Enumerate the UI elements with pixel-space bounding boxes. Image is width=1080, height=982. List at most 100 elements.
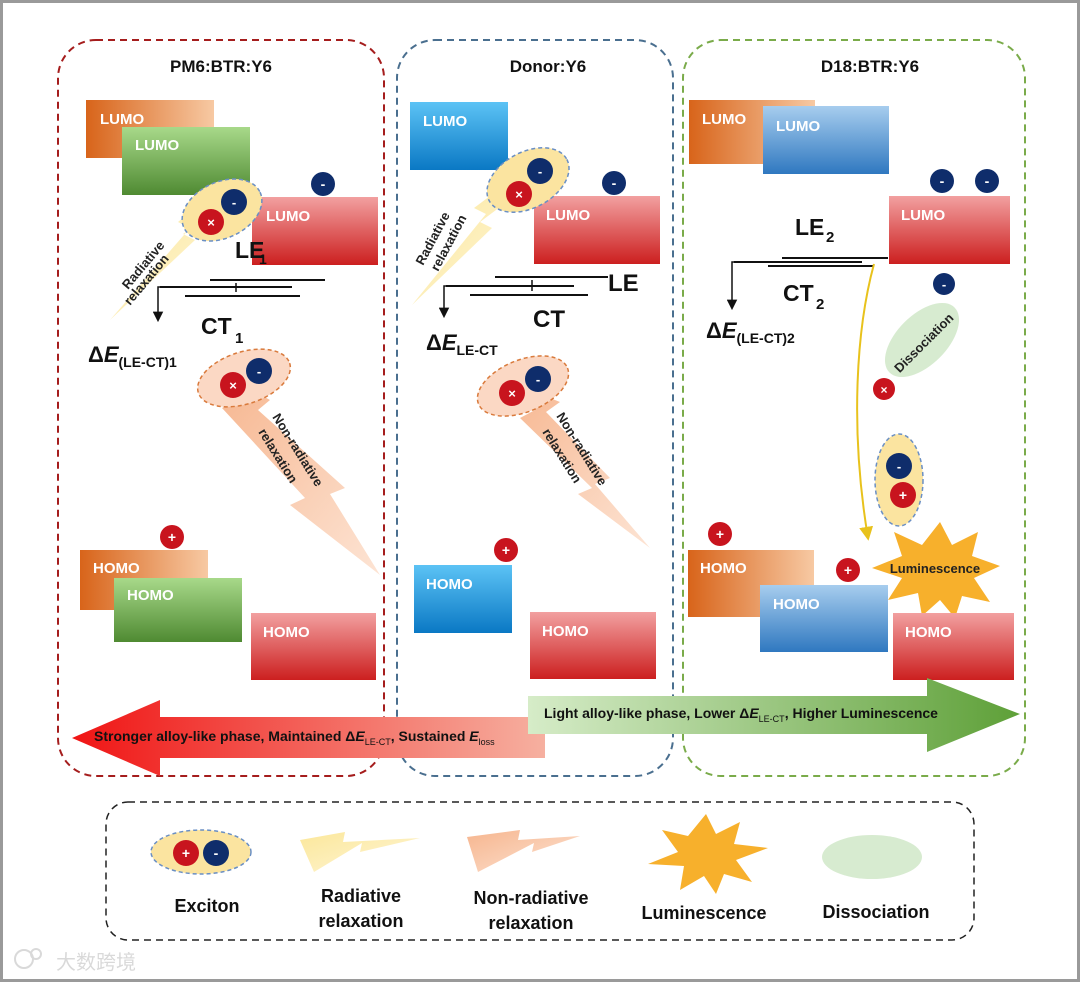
svg-text:-: - — [897, 459, 901, 474]
svg-text:×: × — [207, 215, 215, 230]
delta-e-arrow — [152, 286, 164, 323]
non-radiative-relaxation-bolt — [505, 380, 650, 548]
svg-text:×: × — [508, 386, 516, 401]
legend-non-radiative-icon — [467, 830, 580, 872]
lumo-block-steel — [763, 106, 889, 174]
panel-right-border — [682, 39, 1026, 777]
panel-left-title: PM6:BTR:Y6 — [170, 57, 272, 76]
hole — [873, 378, 895, 400]
le-state-label: LE — [235, 237, 264, 263]
lumo-block-cyan — [410, 102, 508, 170]
homo-block-cyan — [414, 565, 512, 633]
hole — [836, 558, 860, 582]
legend: + - Exciton Radiative relaxation Non-rad… — [105, 801, 975, 941]
svg-text:+: + — [716, 526, 724, 542]
lumo-label: LUMO — [266, 208, 310, 225]
hole — [220, 372, 246, 398]
panel-middle-border — [396, 39, 674, 777]
panel-middle-title: Donor:Y6 — [510, 57, 587, 76]
hole — [506, 181, 532, 207]
ct-state-label: CT — [201, 313, 232, 339]
svg-text:-: - — [612, 175, 617, 191]
exciton — [874, 433, 924, 527]
legend-relaxation-label: relaxation — [318, 911, 403, 931]
lumo-label: LUMO — [100, 111, 144, 128]
watermark-text: 大数跨境 — [56, 950, 136, 974]
homo-label: HOMO — [773, 596, 820, 613]
homo-label: HOMO — [542, 623, 589, 640]
hole — [494, 538, 518, 562]
panel-left: LUMO LUMO LUMO - Radiative relaxation × … — [80, 100, 380, 680]
electron — [525, 366, 551, 392]
svg-text:2: 2 — [816, 296, 824, 313]
ct-state-label: CT — [533, 306, 565, 333]
dissociation-ellipse — [884, 302, 960, 378]
le-state-label: LE — [795, 214, 824, 240]
electron — [930, 169, 954, 193]
watermark: 大数跨境 — [14, 948, 136, 974]
svg-text:-: - — [257, 364, 261, 379]
luminescence-star — [872, 522, 1000, 618]
non-radiative-relaxation-bolt — [216, 370, 380, 575]
svg-text:+: + — [844, 562, 852, 578]
homo-label: HOMO — [127, 587, 174, 604]
electron — [933, 273, 955, 295]
panel-right: LUMO LUMO LUMO - - LE 2 CT 2 ΔE(LE-CT)2 … — [688, 100, 1014, 680]
red-arrow-text: Stronger alloy-like phase, Maintained ΔE… — [94, 728, 495, 747]
svg-text:+: + — [182, 845, 190, 861]
lumo-label: LUMO — [776, 118, 820, 135]
svg-text:1: 1 — [235, 330, 243, 347]
svg-text:-: - — [536, 372, 540, 387]
homo-block-steel — [760, 585, 888, 652]
homo-label: HOMO — [263, 624, 310, 641]
svg-text:×: × — [229, 378, 237, 393]
lumo-block-red — [252, 197, 378, 265]
svg-text:-: - — [538, 164, 542, 179]
legend-radiative-icon — [300, 832, 420, 872]
electron — [203, 840, 229, 866]
hole — [499, 380, 525, 406]
svg-text:+: + — [899, 487, 907, 503]
radiative-relaxation-bolt — [412, 190, 512, 305]
svg-text:-: - — [321, 176, 326, 192]
lumo-block-red — [889, 196, 1010, 264]
radiative-relaxation-bolt — [110, 205, 215, 320]
delta-e-label: ΔE(LE-CT)1 — [88, 342, 177, 370]
electron — [886, 453, 912, 479]
homo-label: HOMO — [93, 560, 140, 577]
green-trend-arrow: Light alloy-like phase, Lower ΔELE-CT, H… — [528, 678, 1020, 752]
svg-text:2: 2 — [826, 229, 834, 246]
hole — [708, 522, 732, 546]
lumo-label: LUMO — [423, 113, 467, 130]
legend-relaxation-label: relaxation — [488, 913, 573, 933]
hole — [890, 482, 916, 508]
legend-dissociation-icon — [822, 835, 922, 879]
electron — [221, 189, 247, 215]
homo-label: HOMO — [905, 624, 952, 641]
legend-dissociation-label: Dissociation — [822, 902, 929, 922]
lumo-label: LUMO — [901, 207, 945, 224]
homo-label: HOMO — [426, 576, 473, 593]
svg-text:-: - — [940, 173, 945, 189]
hole — [198, 209, 224, 235]
legend-exciton-label: Exciton — [174, 896, 239, 916]
lumo-block-red — [534, 196, 660, 264]
delta-e-label: ΔELE-CT — [426, 330, 498, 358]
legend-exciton-icon — [150, 829, 252, 875]
homo-block-red — [251, 613, 376, 680]
luminescence-label: Luminescence — [890, 561, 980, 576]
svg-text:×: × — [880, 383, 887, 397]
hole — [173, 840, 199, 866]
green-arrow-text: Light alloy-like phase, Lower ΔELE-CT, H… — [544, 705, 938, 724]
svg-text:-: - — [985, 173, 990, 189]
homo-block-red — [530, 612, 656, 679]
electron — [246, 358, 272, 384]
electron — [527, 158, 553, 184]
hole — [160, 525, 184, 549]
delta-e-arrow — [726, 261, 738, 311]
svg-text:-: - — [232, 195, 236, 210]
homo-block-green — [114, 578, 242, 642]
svg-text:-: - — [214, 845, 219, 861]
